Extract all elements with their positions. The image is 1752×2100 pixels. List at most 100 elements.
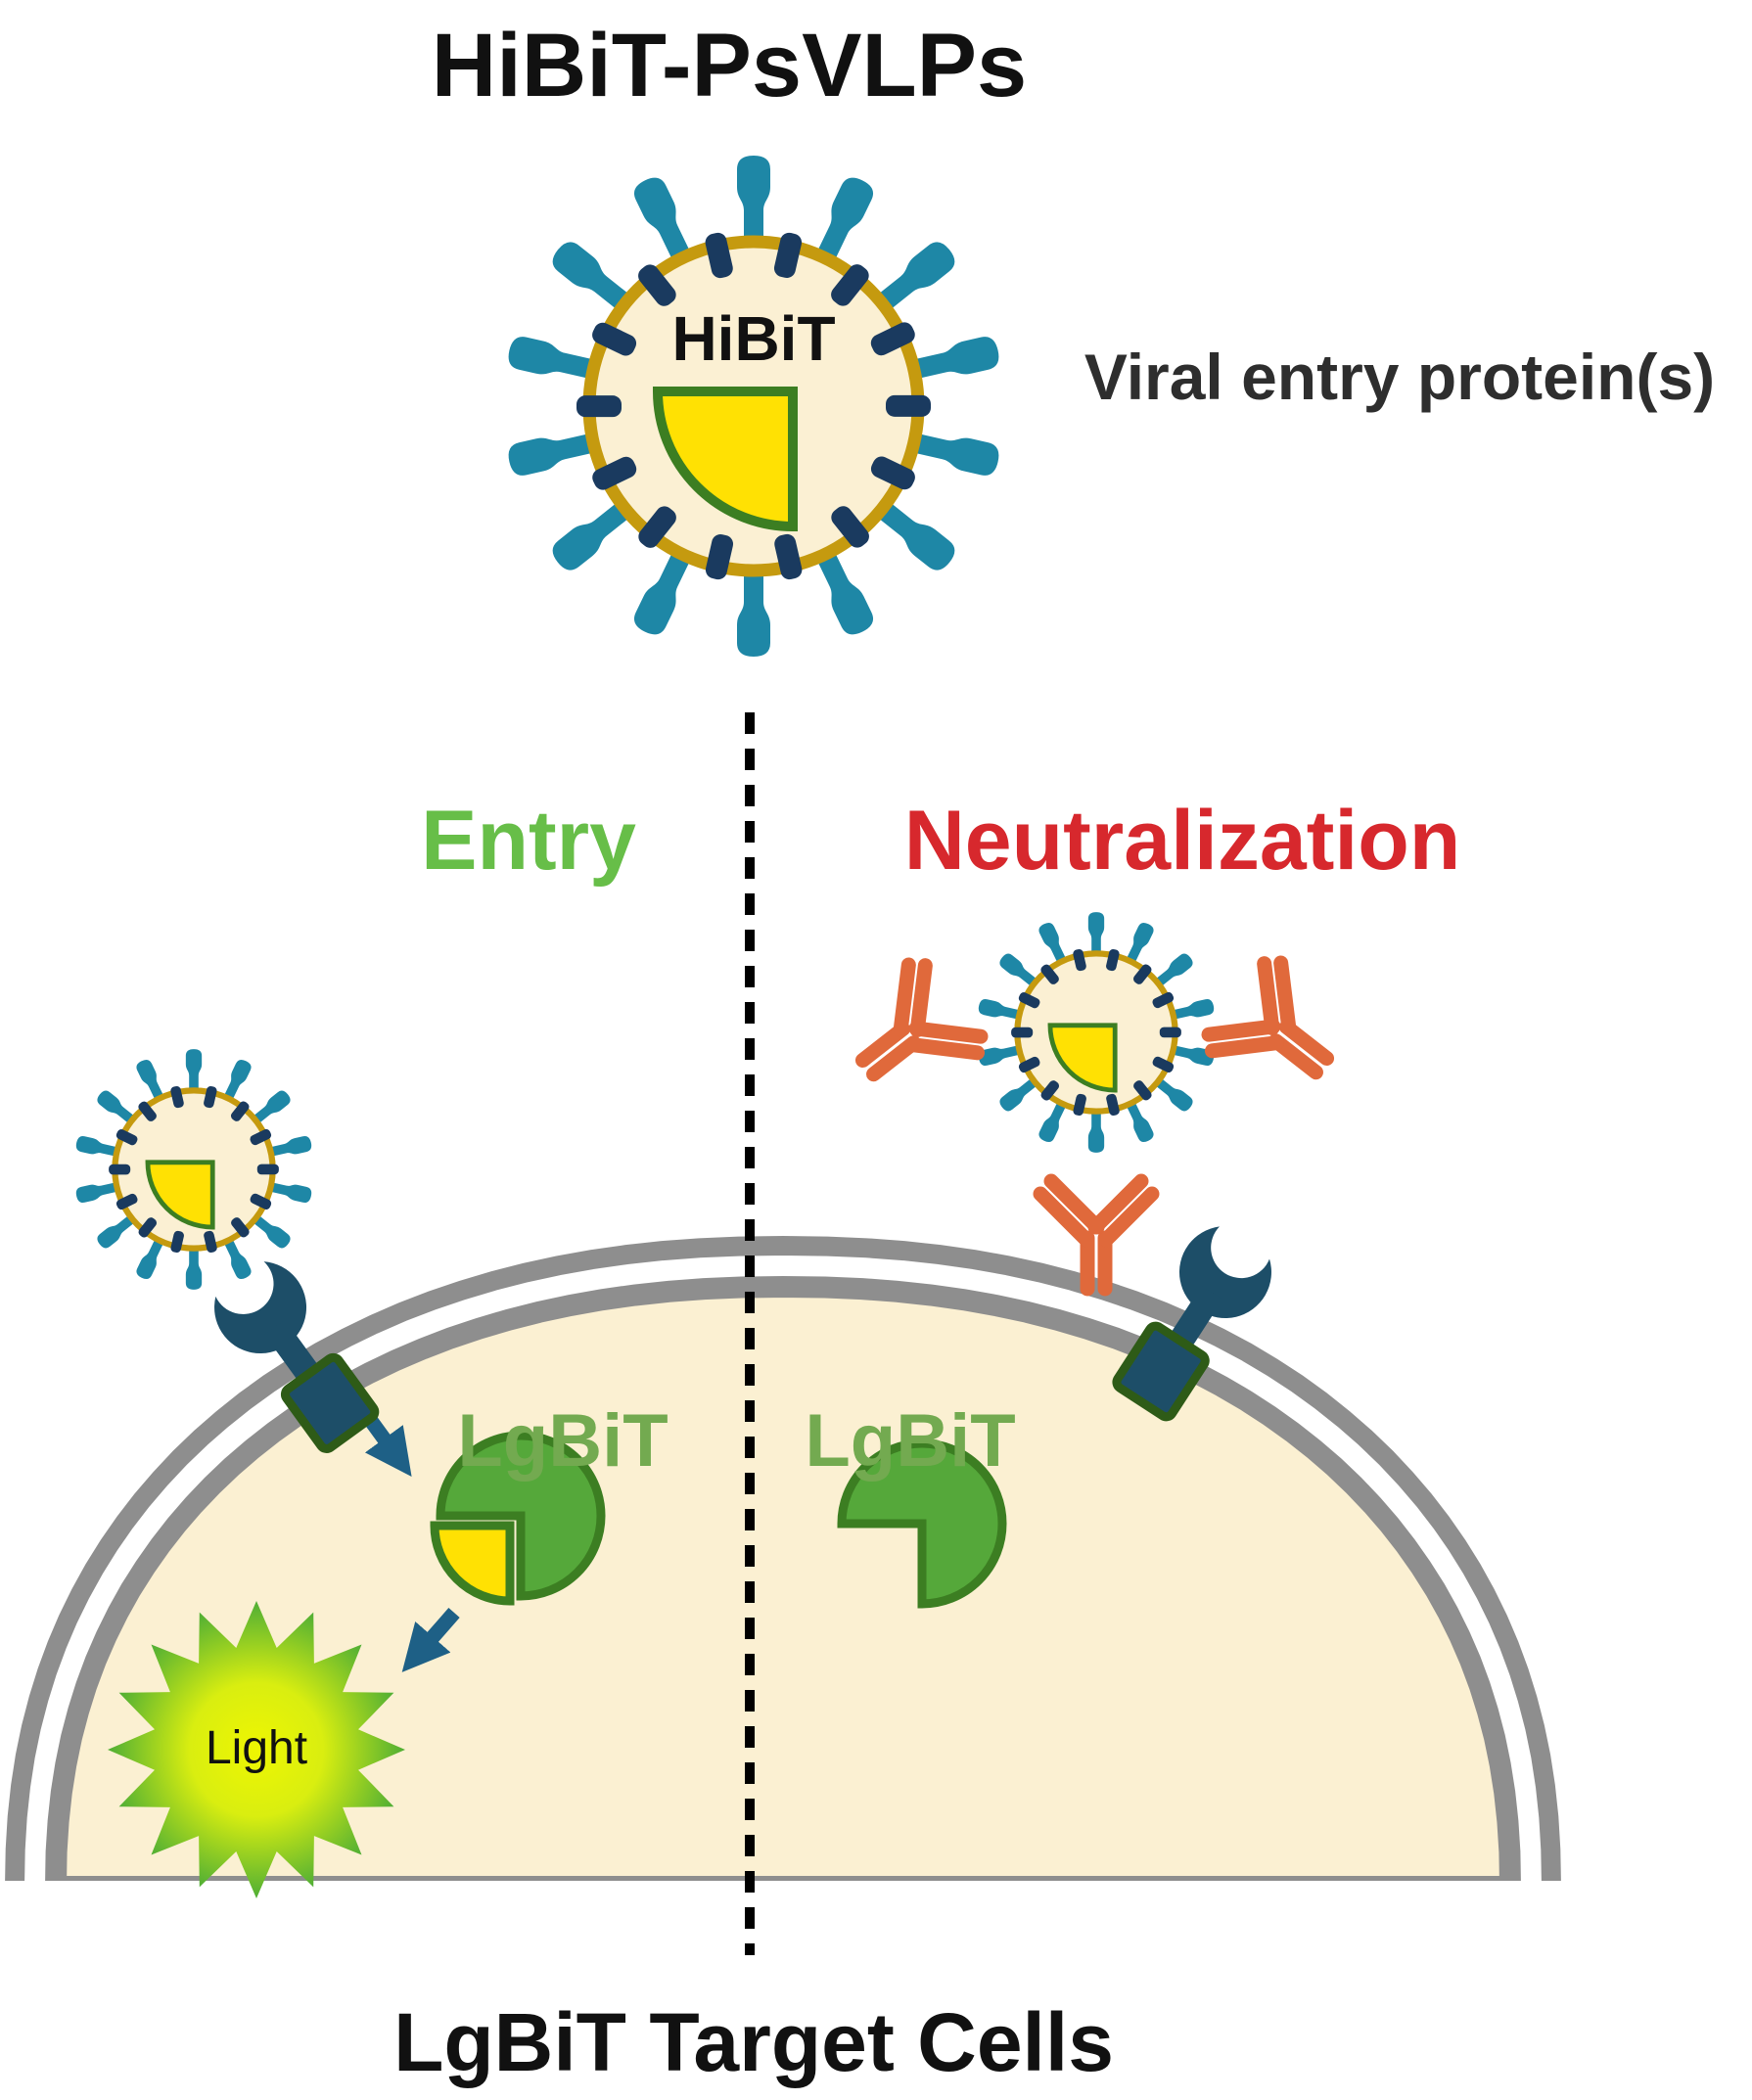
membrane-protein-icon (1018, 992, 1040, 1009)
membrane-protein-icon (204, 1085, 217, 1109)
membrane-protein-icon (885, 394, 932, 417)
membrane-protein-icon (576, 395, 622, 418)
spike-icon (1153, 953, 1193, 988)
antibody-chain (1098, 1186, 1160, 1248)
spike-icon (251, 1090, 291, 1125)
spike-icon (1153, 1076, 1193, 1112)
spike-icon (978, 1044, 1022, 1067)
spike-icon (1087, 912, 1105, 955)
spike-icon (75, 1181, 119, 1204)
spike-icon (1171, 1044, 1215, 1067)
hibit-tag-label: HiBiT (671, 303, 835, 374)
hibit-piece-docking-icon (430, 1521, 515, 1606)
lgbit-pacman-empty-icon (837, 1438, 1007, 1609)
spike-icon (1038, 1100, 1067, 1143)
spike-icon (185, 1247, 203, 1290)
membrane-protein-icon (831, 506, 869, 548)
antibody-chain (1087, 1173, 1149, 1235)
spike-icon (873, 499, 955, 571)
membrane-protein-icon (1159, 1027, 1181, 1038)
spike-icon (251, 1213, 291, 1249)
spike-icon (552, 242, 634, 313)
membrane-protein-icon (1152, 1056, 1175, 1073)
receptor-transmembrane-box (280, 1352, 380, 1453)
membrane-protein-icon (170, 1230, 184, 1254)
membrane-protein-icon (109, 1164, 131, 1175)
hibit-piece-icon (1047, 1023, 1118, 1093)
light-arrow-icon (401, 1608, 460, 1672)
antibody-icon (1033, 1173, 1160, 1297)
membrane-protein-icon (638, 264, 676, 306)
membrane-protein-icon (204, 1230, 217, 1254)
neutralization-pathway-label: Neutralization (904, 794, 1461, 888)
spike-icon (97, 1090, 137, 1125)
spike-icon (552, 499, 634, 571)
antibody-chain (1033, 1186, 1094, 1248)
spike-icon (185, 1049, 203, 1092)
spike-icon (908, 432, 999, 476)
membrane-protein-icon (1106, 948, 1120, 972)
spike-icon (223, 1059, 252, 1102)
spike-icon (1126, 1100, 1154, 1143)
membrane-protein-icon (138, 1101, 157, 1121)
membrane-protein-icon (256, 1164, 279, 1175)
membrane-protein-icon (705, 232, 733, 279)
starburst-shape (108, 1601, 405, 1898)
spike-icon (814, 177, 874, 265)
membrane-protein-icon (774, 533, 803, 580)
psvlp-neutralized-icon (978, 912, 1215, 1153)
receptor-bound-icon (214, 1261, 380, 1453)
antibody-chain (905, 1037, 986, 1061)
spike-icon (1038, 922, 1067, 965)
cell-title: LgBiT Target Cells (393, 1996, 1114, 2088)
antibody-chain (1043, 1173, 1105, 1235)
membrane-protein-icon (1152, 991, 1175, 1009)
spike-icon (999, 1076, 1039, 1112)
antibody-chain (1273, 955, 1297, 1035)
hibit-piece-icon (145, 1160, 215, 1230)
antibody-chain (1257, 956, 1280, 1036)
lgbit-pacman-complemented-icon (436, 1431, 606, 1601)
antibody-chain (893, 957, 916, 1037)
spike-icon (268, 1181, 312, 1204)
membrane-protein-icon (1073, 948, 1086, 972)
spike-icon (97, 1213, 137, 1249)
membrane-protein-icon (250, 1193, 272, 1210)
membrane-protein-icon (230, 1101, 250, 1121)
membrane-protein-icon (231, 1217, 250, 1238)
spike-icon (136, 1237, 164, 1280)
membrane-protein-icon (1011, 1027, 1034, 1038)
spike-icon (508, 432, 599, 476)
membrane-protein-icon (1106, 1093, 1120, 1117)
receptor-free-icon (1112, 1226, 1271, 1422)
membrane-protein-icon (1040, 1080, 1060, 1101)
spike-icon (873, 242, 955, 313)
lgbit-label-left: LgBiT (457, 1399, 668, 1483)
membrane-protein-icon (870, 322, 915, 356)
light-label: Light (206, 1722, 307, 1774)
spike-icon (1126, 922, 1154, 965)
spike-icon (737, 568, 770, 657)
spike-icon (1171, 998, 1215, 1021)
hibit-piece-icon (652, 387, 798, 532)
membrane-protein-icon (1073, 1093, 1086, 1117)
membrane-protein-icon (1133, 1080, 1152, 1101)
spike-icon (223, 1237, 252, 1280)
membrane-protein-icon (831, 264, 869, 306)
membrane-protein-icon (170, 1085, 184, 1109)
antibody-chain (908, 1021, 989, 1044)
membrane-protein-icon (250, 1128, 272, 1146)
spike-icon (999, 953, 1039, 988)
membrane-protein-icon (1040, 964, 1059, 984)
spike-icon (737, 156, 770, 245)
antibody-chain (1204, 1035, 1284, 1059)
hibit-psvlp-icon (508, 156, 999, 657)
antibody-icon (854, 957, 989, 1082)
membrane-protein-icon (115, 1129, 138, 1146)
membrane-protein-icon (1132, 964, 1152, 984)
membrane-protein-icon (1018, 1056, 1040, 1073)
membrane-protein-icon (592, 456, 637, 490)
entry-pathway-label: Entry (421, 794, 636, 888)
